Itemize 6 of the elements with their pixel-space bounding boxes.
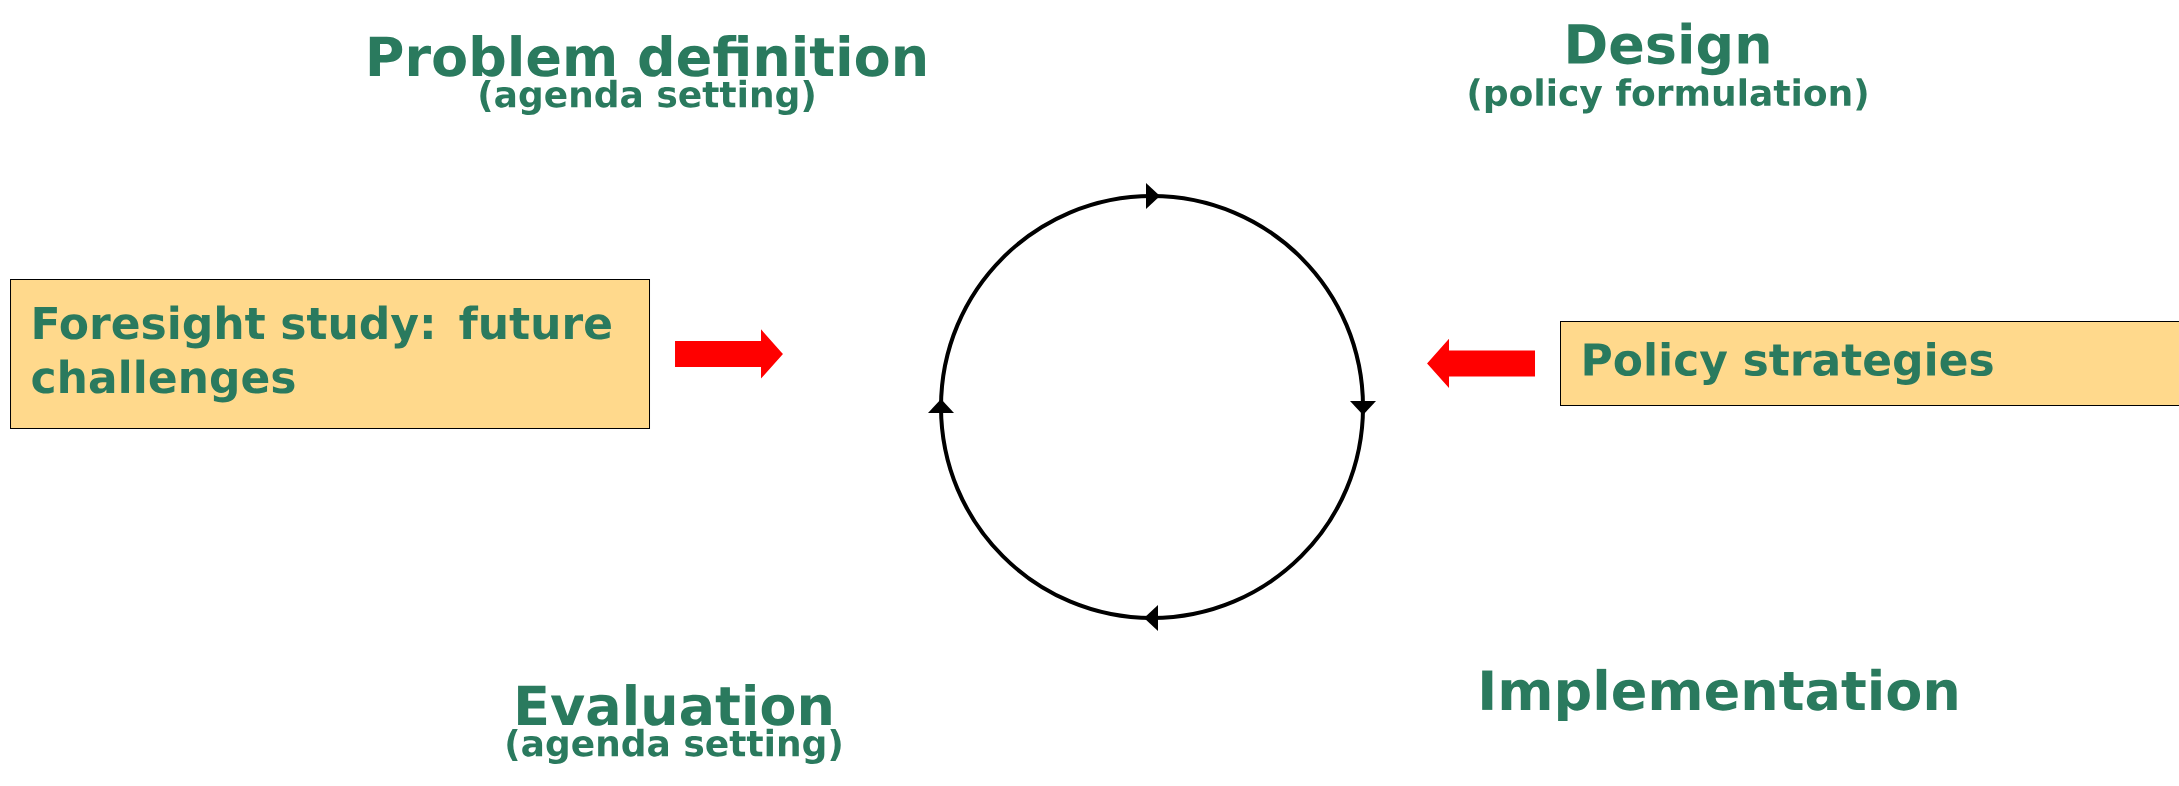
stage-label: Design (policy formulation) bbox=[1469, 22, 1867, 114]
stage-label: Implementation bbox=[1482, 668, 1957, 722]
stage-label: Problem definition (agenda setting) bbox=[369, 35, 925, 115]
input-box: Foresight study: future challenges bbox=[10, 279, 650, 429]
stage-label: Evaluation (agenda setting) bbox=[507, 684, 841, 764]
input-box: Policy strategies bbox=[1560, 321, 2179, 406]
